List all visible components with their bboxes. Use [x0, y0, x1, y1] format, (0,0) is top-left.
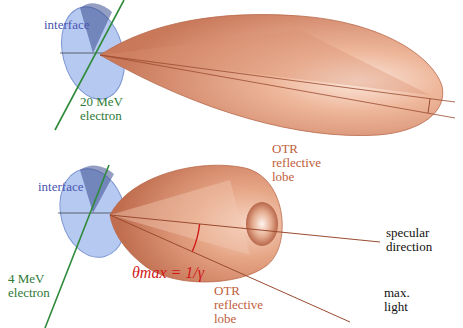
lobe-cone [100, 30, 430, 95]
max-light-line [100, 55, 455, 118]
specular-line [110, 215, 380, 242]
disk-shadow [80, 165, 114, 213]
interface-label: interface [44, 18, 104, 32]
angle-label: θmax = 1/γ [132, 264, 222, 282]
lobe-label: OTR reflective lobe [214, 284, 284, 326]
lobe-label: OTR reflective lobe [272, 142, 342, 184]
particle-label: 20 MeV electron [80, 95, 130, 123]
direction-label: max. light [384, 286, 424, 314]
particle-label: 4 MeV electron [8, 272, 64, 300]
angle-arc [192, 224, 199, 252]
angle-arc [428, 99, 430, 113]
direction-label: specular direction [386, 226, 456, 254]
otr-lobe [100, 15, 443, 136]
specular-line [100, 55, 455, 102]
lobe-dimple [246, 202, 278, 246]
interface-label: interface [38, 180, 98, 194]
